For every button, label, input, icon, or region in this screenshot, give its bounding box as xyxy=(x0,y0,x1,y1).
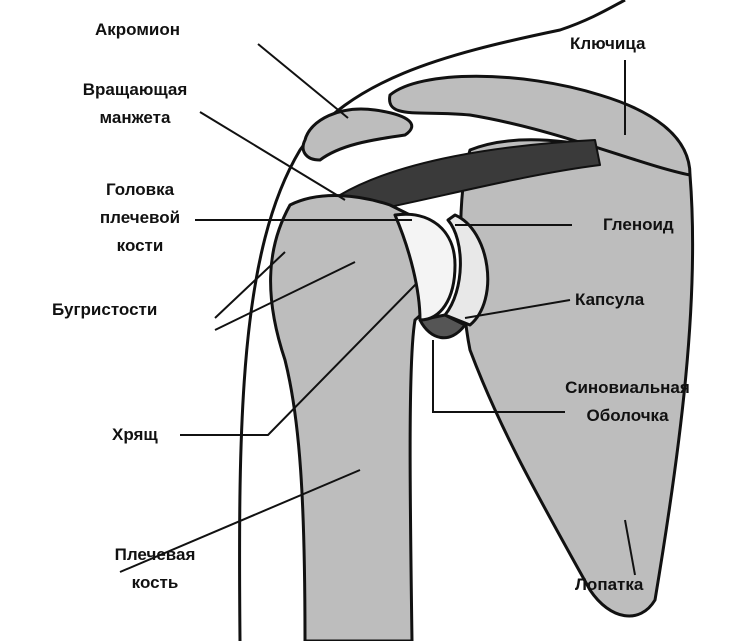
label-scapula: Лопатка xyxy=(575,575,644,594)
glenoid xyxy=(443,213,490,327)
acromion xyxy=(301,107,414,162)
leader-lines xyxy=(119,43,636,576)
clavicle xyxy=(388,74,692,177)
label-acromion: Акромион xyxy=(95,20,181,39)
label-head-line3: кости xyxy=(116,236,164,255)
label-tuberosities: Бугристости xyxy=(52,300,158,319)
label-rotator-line2: манжета xyxy=(99,108,171,127)
humeral-head-cartilage xyxy=(393,212,457,322)
label-cartilage: Хрящ xyxy=(112,425,158,444)
label-head-line2: плечевой xyxy=(99,208,181,227)
label-clavicle: Ключица xyxy=(570,34,646,53)
label-rotator-cuff: Вращающая манжета xyxy=(50,76,220,132)
label-humerus-line1: Плечевая xyxy=(114,545,196,564)
label-glenoid: Гленоид xyxy=(603,215,674,234)
rotator-cuff xyxy=(339,139,601,216)
label-synovial-line1: Синовиальная xyxy=(565,378,690,397)
label-head-line1: Головка xyxy=(105,180,175,199)
label-capsule: Капсула xyxy=(575,290,645,309)
label-humerus-line2: кость xyxy=(131,573,179,592)
capsule xyxy=(418,313,467,340)
label-rotator-line1: Вращающая xyxy=(82,80,188,99)
label-humerus: Плечевая кость xyxy=(85,541,225,597)
label-synovial-line2: Оболочка xyxy=(586,406,669,425)
label-humeral-head: Головка плечевой кости xyxy=(70,176,210,260)
